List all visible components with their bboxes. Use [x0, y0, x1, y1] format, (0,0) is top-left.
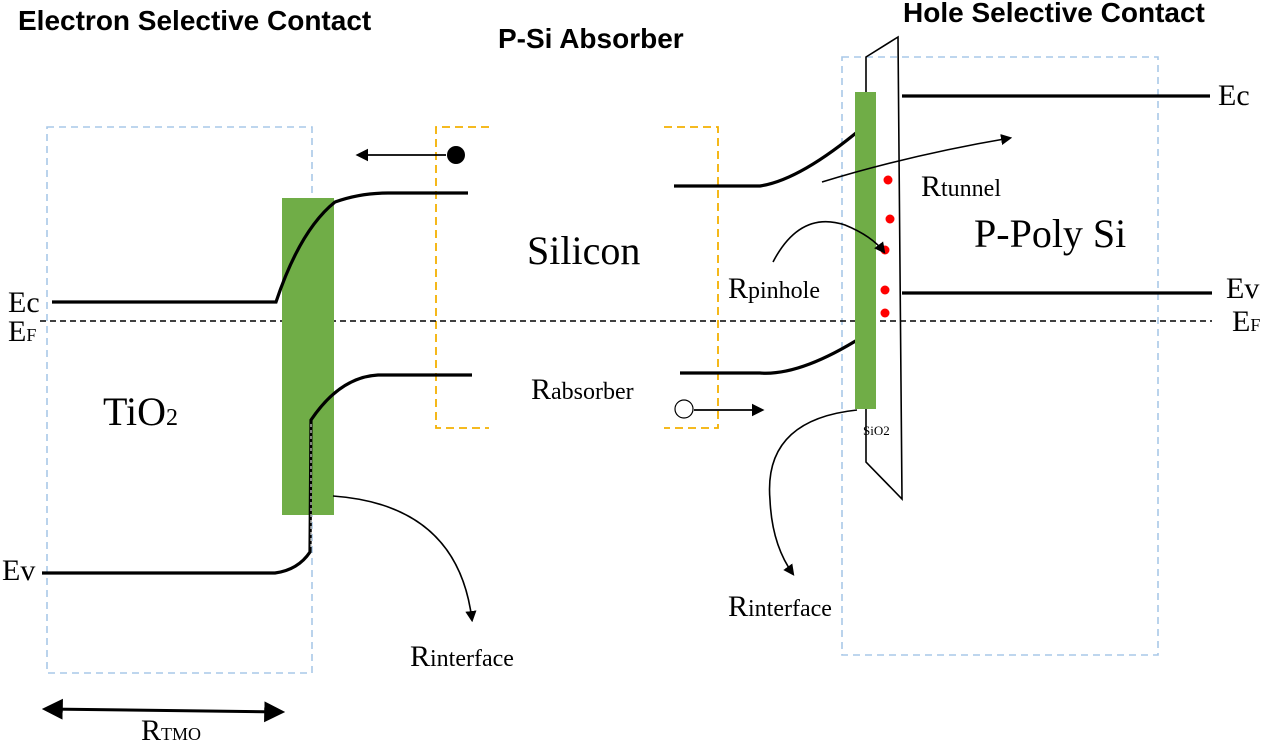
ef-left-label: EF: [8, 315, 36, 348]
tio2-region-box: [46, 126, 313, 674]
r-tmo-label-main: R: [141, 714, 161, 741]
interface-left-arrow: [332, 495, 477, 623]
r-tunnel-label-main: R: [921, 170, 941, 203]
r-interface-right-label: Rinterface: [728, 590, 832, 623]
r-pinhole-label: Rpinhole: [728, 272, 820, 305]
absorber-valence-band: [680, 335, 863, 375]
r-absorber-label: Rabsorber: [531, 373, 634, 406]
ef-right-label: EF: [1232, 305, 1260, 338]
defect-dots: [880, 175, 895, 318]
tio2-label: TiO2: [103, 389, 178, 434]
defect-dot: [885, 214, 895, 224]
poly-si-label: P-Poly Si: [974, 211, 1126, 256]
ef-left-label-main: E: [8, 315, 26, 348]
ev-right-label: Ev: [1226, 272, 1259, 305]
sio2-label: SiO2: [863, 423, 890, 438]
r-interface-left-label-sub: interface: [430, 646, 514, 672]
r-interface-right-label-sub: interface: [748, 596, 832, 622]
r-absorber-label-sub: absorber: [551, 379, 634, 405]
ef-right-label-main: E: [1232, 305, 1250, 338]
tunnel-arrow: [821, 133, 1013, 183]
ef-right-label-sub: F: [1250, 315, 1260, 335]
pinhole-arrow: [772, 220, 886, 263]
tio2-interface-layer: [282, 198, 334, 515]
tio2-label-sub: 2: [166, 405, 178, 431]
r-tmo-arrow: [41, 698, 286, 723]
r-interface-left-label-main: R: [410, 640, 430, 673]
ef-left-label-sub: F: [26, 325, 36, 345]
poly-si-region-box: [841, 56, 1159, 656]
r-tmo-label-sub: TMO: [161, 724, 201, 741]
tio2-conduction-band: [52, 191, 468, 304]
r-pinhole-label-sub: pinhole: [748, 278, 820, 304]
ec-right-label: Ec: [1218, 79, 1250, 112]
r-tmo-label: RTMO: [141, 714, 201, 741]
defect-dot: [880, 285, 890, 295]
tio2-label-main: TiO: [103, 389, 166, 434]
electron-dot: [447, 146, 465, 164]
silicon-label: Silicon: [527, 228, 640, 273]
absorber-conduction-band: [674, 126, 864, 188]
electron-contact-title: Electron Selective Contact: [18, 5, 371, 36]
ev-left-label: Ev: [2, 554, 35, 587]
r-interface-left-label: Rinterface: [410, 640, 514, 673]
hole-contact-title: Hole Selective Contact: [903, 0, 1205, 28]
r-pinhole-label-main: R: [728, 272, 748, 305]
hole-dot: [674, 399, 694, 419]
absorber-right-bracket: [664, 126, 719, 429]
r-interface-right-label-main: R: [728, 590, 748, 623]
sio2-interface-layer: [855, 92, 876, 409]
ec-left-label: Ec: [8, 286, 40, 319]
interface-right-arrow: [768, 409, 858, 576]
defect-dot: [880, 308, 890, 318]
defect-dot: [883, 175, 893, 185]
r-tunnel-label-sub: tunnel: [941, 176, 1001, 202]
r-tunnel-label: Rtunnel: [921, 170, 1001, 203]
absorber-left-bracket: [435, 126, 489, 429]
r-absorber-label-main: R: [531, 373, 551, 406]
tio2-valence-band: [42, 373, 472, 575]
absorber-title: P-Si Absorber: [498, 23, 684, 54]
